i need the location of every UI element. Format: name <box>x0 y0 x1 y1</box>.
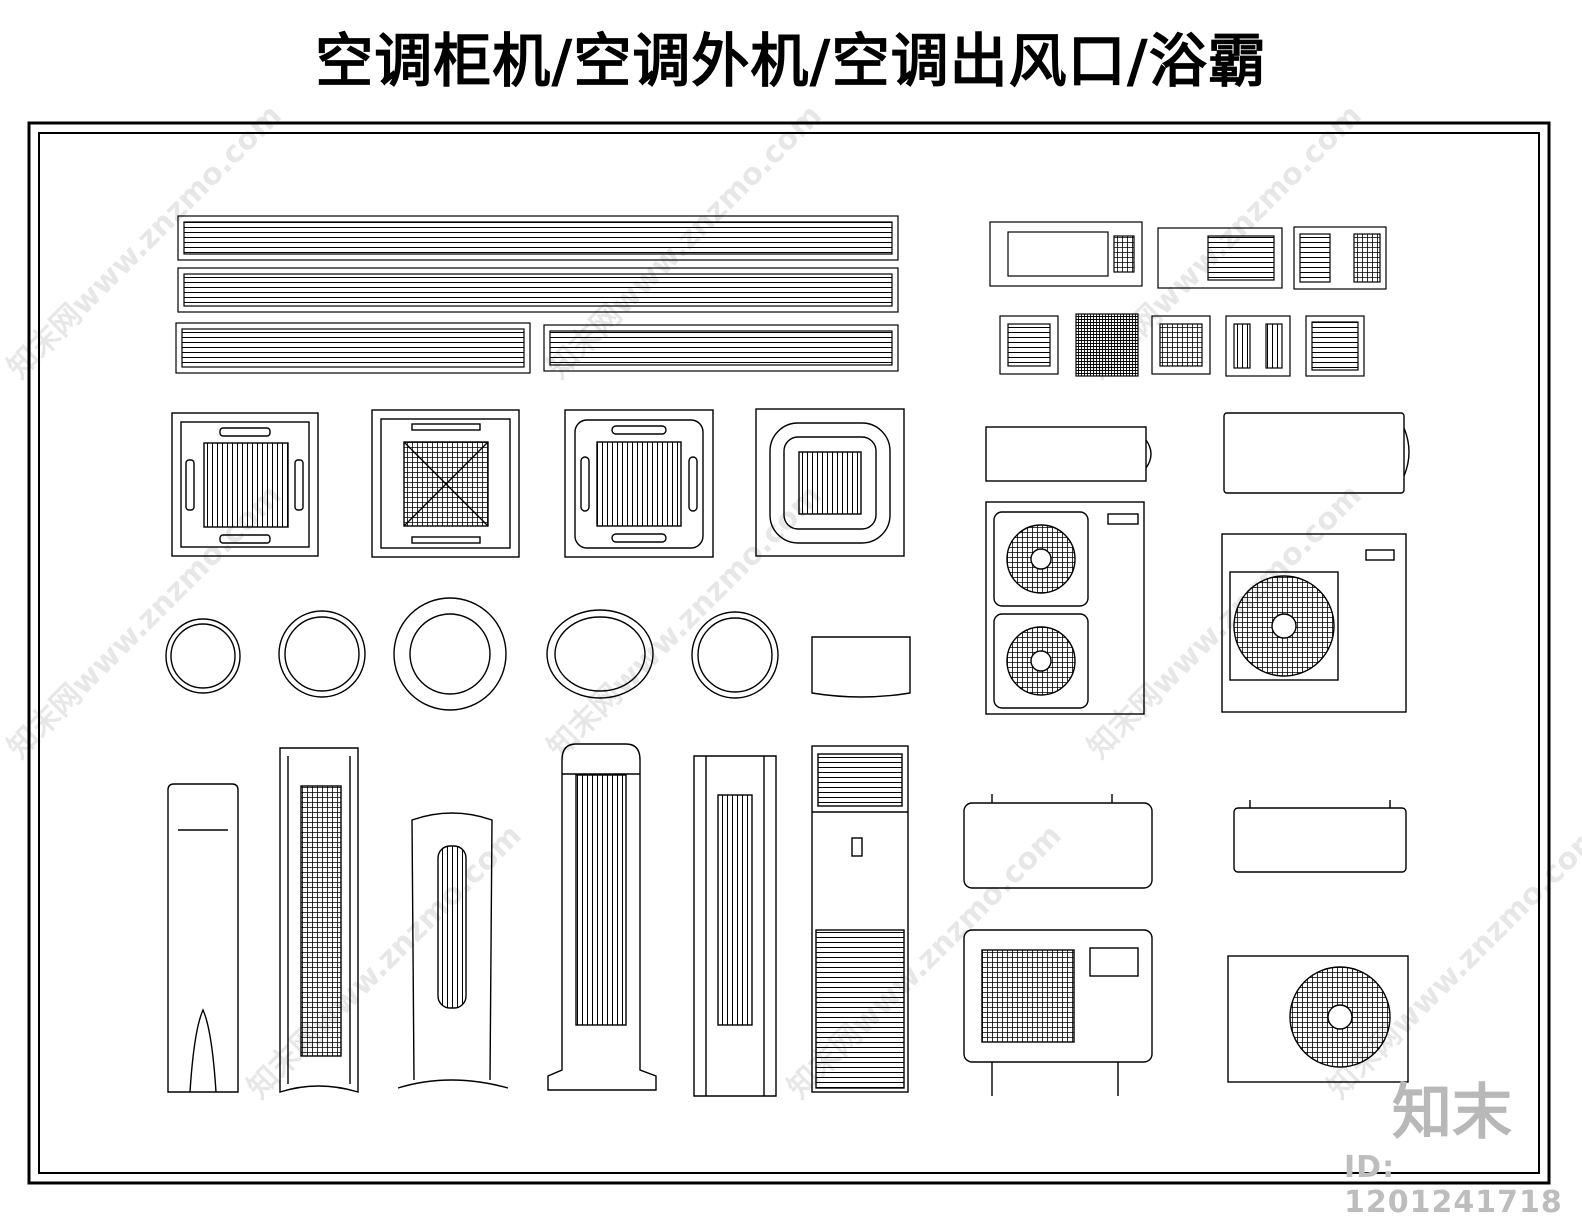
brand-logo: 知末 <box>1392 1078 1512 1148</box>
bath-heater-icon <box>989 221 1387 377</box>
svg-text:知末网www.znzmo.com: 知末网www.znzmo.com <box>541 478 829 766</box>
cassette-ac-icon <box>171 408 905 558</box>
linear-vent-icon <box>175 215 899 374</box>
drawing-frame <box>27 121 1551 1185</box>
svg-text:知末网www.znzmo.com: 知末网www.znzmo.com <box>241 818 529 1106</box>
round-diffuser-icon <box>165 597 911 711</box>
drawing-id: ID: 1201241718 <box>1344 1150 1563 1220</box>
svg-text:知末网www.znzmo.com: 知末网www.znzmo.com <box>1321 818 1582 1106</box>
svg-text:知末网www.znzmo.com: 知末网www.znzmo.com <box>1 478 289 766</box>
outdoor-unit-icon <box>963 412 1410 1096</box>
page-title: 空调柜机/空调外机/空调出风口/浴霸 <box>315 27 1267 95</box>
floor-ac-icon <box>167 743 909 1097</box>
